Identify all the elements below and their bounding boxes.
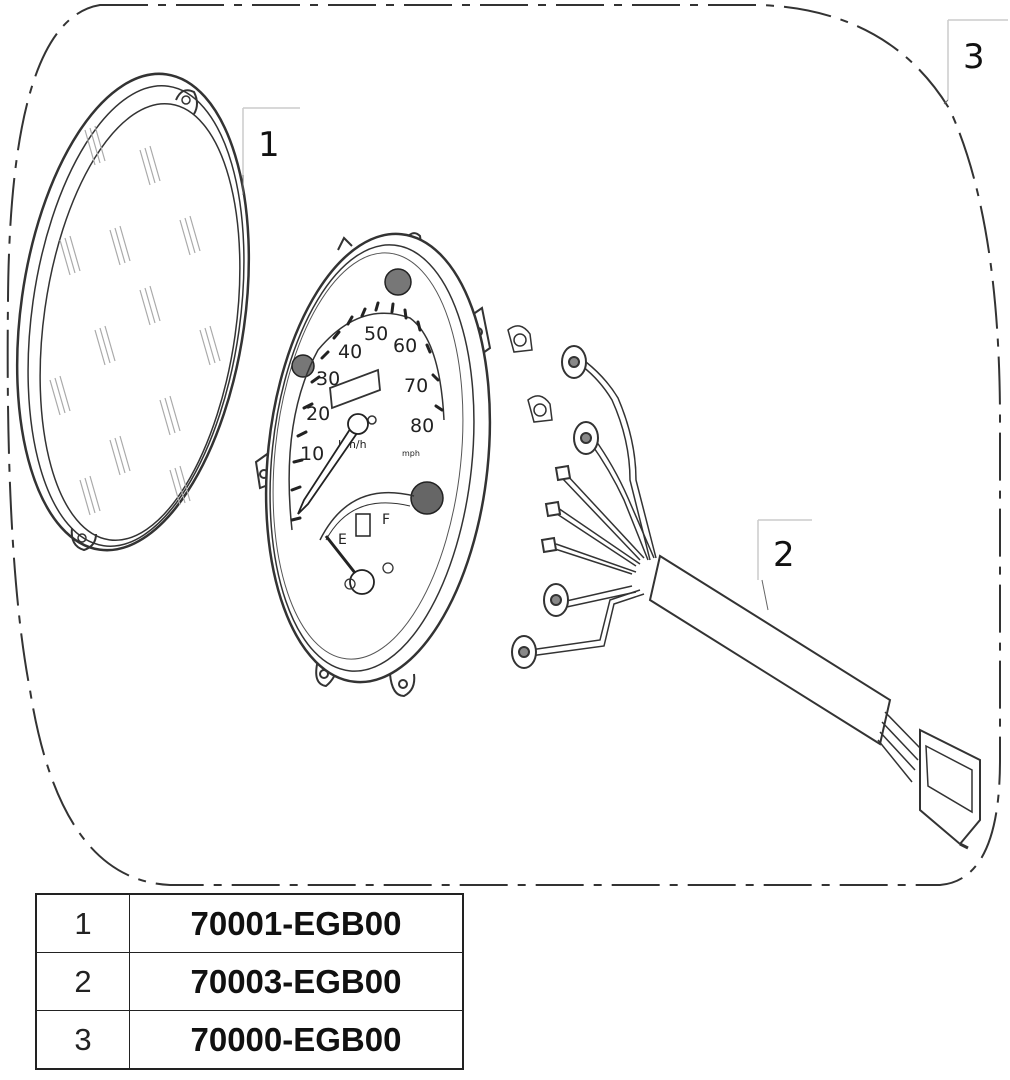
- speed-mark-30: 30: [316, 368, 340, 390]
- callout-1-label: 1: [258, 125, 280, 165]
- indicator-bulbs: [507, 325, 553, 423]
- callout-3: 3: [943, 19, 1008, 105]
- lens-cover: [15, 72, 251, 552]
- callout-2: 2: [757, 519, 812, 611]
- callout-2-label: 2: [773, 535, 795, 575]
- speed-mark-70: 70: [404, 375, 428, 397]
- speed-mark-20: 20: [306, 403, 330, 425]
- wiring-harness: [511, 345, 981, 850]
- part-number-cell: 1: [35, 893, 130, 953]
- callout-1: 1: [242, 107, 300, 195]
- speed-mark-40: 40: [338, 341, 362, 363]
- table-row: 2 70003-EGB00: [35, 952, 464, 1011]
- fuel-full-mark: F: [382, 512, 390, 528]
- part-number-cell: 2: [35, 952, 130, 1011]
- part-number-cell: 3: [35, 1010, 130, 1070]
- part-code-cell: 70001-EGB00: [129, 893, 464, 953]
- fuel-pump-icon: [355, 513, 371, 537]
- parts-table: 1 70001-EGB00 2 70003-EGB00 3 70000-EGB0…: [35, 893, 464, 1070]
- fuel-empty-mark: E: [338, 532, 347, 548]
- speedometer-gauge: 10 20 30 40 50 60 70 80 Km/h mph E F: [254, 232, 492, 698]
- table-row: 1 70001-EGB00: [35, 893, 464, 953]
- part-code-cell: 70000-EGB00: [129, 1010, 464, 1070]
- callout-3-label: 3: [963, 37, 985, 77]
- assembly-boundary: [6, 4, 1001, 886]
- speed-mark-60: 60: [393, 335, 417, 357]
- speed-mark-50: 50: [364, 323, 388, 345]
- speed-mark-10: 10: [300, 443, 324, 465]
- speed-mark-80: 80: [410, 415, 434, 437]
- unit-mph: mph: [402, 449, 420, 458]
- table-row: 3 70000-EGB00: [35, 1010, 464, 1070]
- part-code-cell: 70003-EGB00: [129, 952, 464, 1011]
